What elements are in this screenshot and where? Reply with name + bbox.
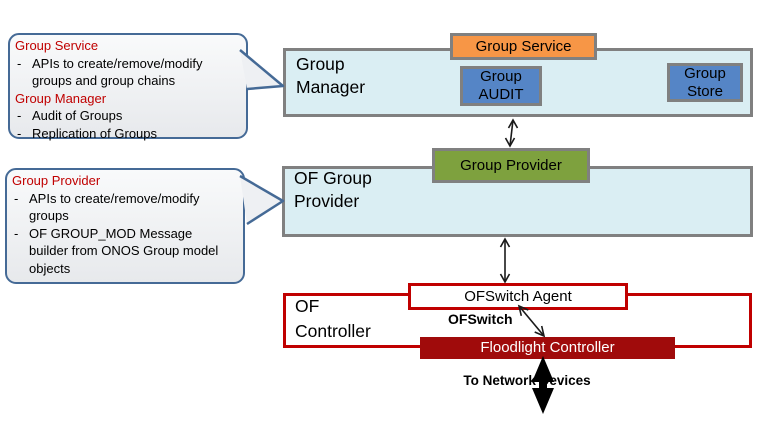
group-store-box: Group Store bbox=[667, 63, 743, 102]
callout-bullet-text: Replication of Groups bbox=[32, 125, 158, 141]
bullet-marker: - bbox=[17, 108, 22, 123]
group-manager-label: Group Manager bbox=[296, 54, 366, 97]
callout-bullet-text: Audit of Groups bbox=[32, 108, 123, 123]
ofswitch-agent-box: OFSwitch Agent bbox=[408, 283, 628, 310]
callout-bullet: - APIs to create/remove/modify groups an… bbox=[12, 55, 244, 90]
callout-heading: Group Service bbox=[15, 38, 99, 53]
group-provider-box: Group Provider bbox=[432, 148, 590, 183]
ofswitch-link-label: OFSwitch bbox=[448, 311, 513, 327]
callout-bullet: - Audit of Groups bbox=[12, 107, 244, 125]
bullet-marker: - bbox=[17, 55, 22, 71]
of-group-provider-label: OF Group Provider bbox=[294, 168, 372, 211]
of-controller-label: OF Controller bbox=[295, 296, 371, 341]
bullet-marker: - bbox=[17, 125, 22, 141]
callout-bullet: - APIs to create/remove/modify groups bbox=[9, 190, 241, 225]
callout-heading: Group Manager bbox=[15, 90, 107, 106]
callout-bullet-text: APIs to create/remove/modify groups bbox=[29, 190, 200, 224]
floodlight-controller-box: Floodlight Controller bbox=[420, 337, 675, 359]
callout-heading: Group Provider bbox=[12, 173, 101, 188]
callout-group-provider: Group Provider - APIs to create/remove/m… bbox=[5, 168, 245, 284]
group-audit-box: Group AUDIT bbox=[460, 66, 542, 106]
bullet-marker: - bbox=[14, 225, 19, 241]
arrow-provider-agent bbox=[499, 237, 511, 284]
callout-bullet: - OF GROUP_MOD Message builder from ONOS… bbox=[9, 225, 241, 278]
bullet-marker: - bbox=[14, 190, 19, 206]
callout-group-service-manager: Group Service - APIs to create/remove/mo… bbox=[8, 33, 248, 141]
group-service-box: Group Service bbox=[450, 33, 597, 60]
arrow-manager-provider bbox=[504, 118, 519, 148]
callout-bullet: - Replication of Groups bbox=[12, 125, 244, 143]
to-network-devices-label: To Network Devices bbox=[463, 373, 591, 388]
callout-bullet-text: APIs to create/remove/modify groups and … bbox=[32, 55, 203, 89]
callout-bullet-text: OF GROUP_MOD Message builder from ONOS G… bbox=[29, 225, 219, 276]
callout-tail-bottom bbox=[239, 174, 285, 226]
